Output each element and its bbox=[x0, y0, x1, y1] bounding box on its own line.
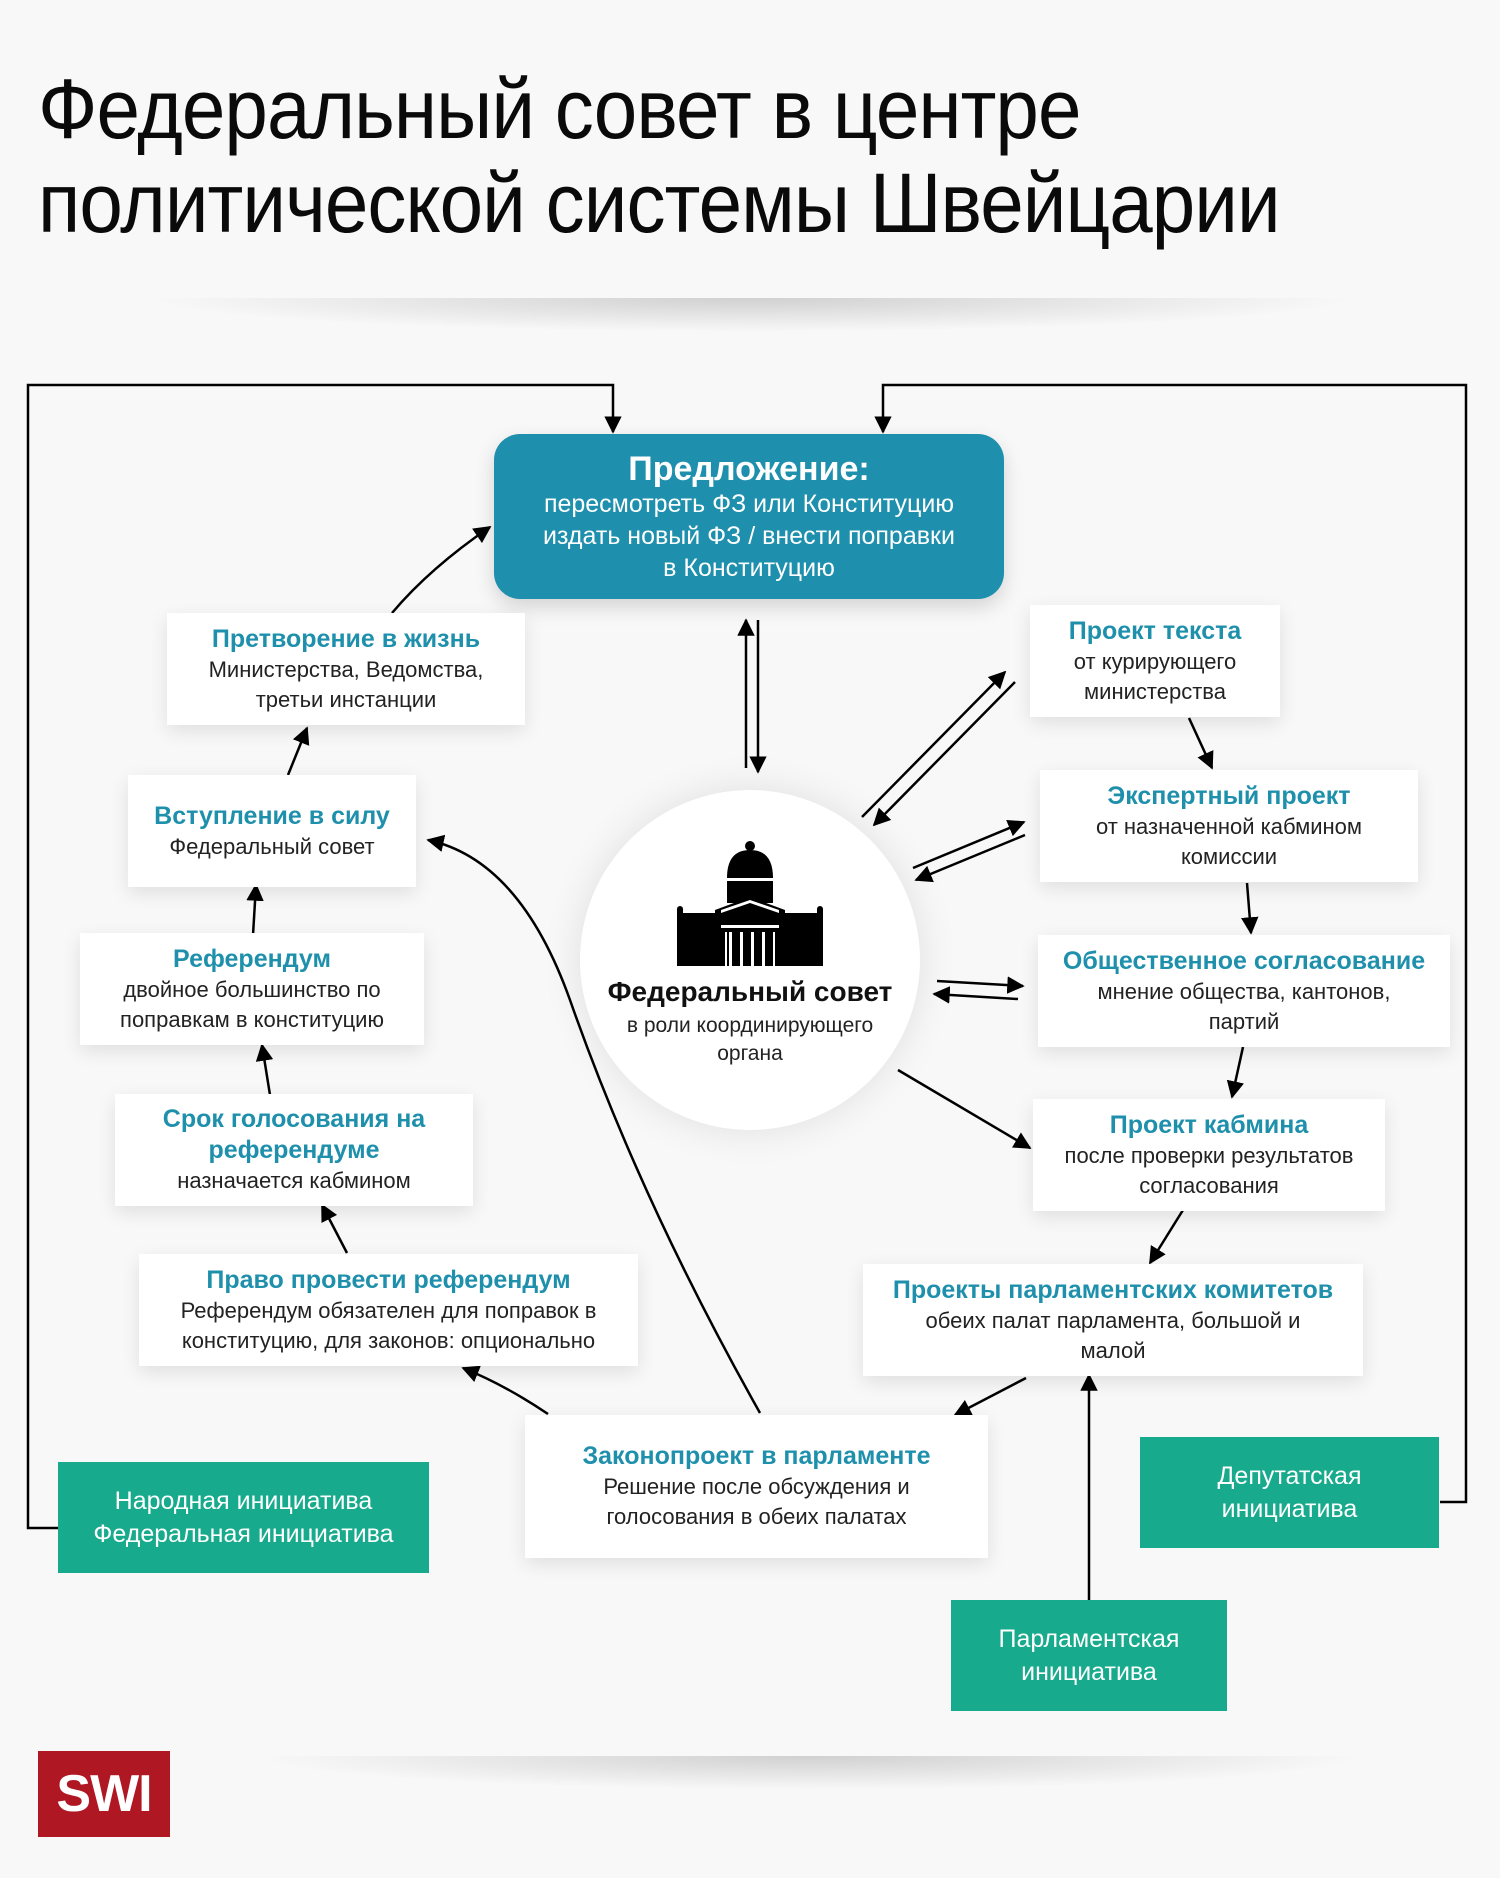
step-heading: Проекты парламентских комитетов bbox=[892, 1275, 1334, 1304]
swi-logo: SWI bbox=[38, 1751, 170, 1837]
page-title: Федеральный совет в центре политической … bbox=[38, 62, 1281, 250]
arrow-entry-to-implementation bbox=[286, 726, 310, 776]
initiative-label: инициатива bbox=[1221, 1494, 1358, 1523]
step-expert-draft: Экспертный проект от назначенной кабмино… bbox=[1040, 770, 1418, 882]
arrow-expert-to-council bbox=[914, 833, 1026, 883]
arrow-voting-date-to-referendum bbox=[255, 1043, 274, 1096]
arrow-text-to-expert bbox=[1187, 717, 1214, 770]
step-cabinet-draft: Проект кабмина после проверки результато… bbox=[1033, 1099, 1385, 1211]
divider-top bbox=[40, 298, 1460, 338]
initiative-label: Федеральная инициатива bbox=[93, 1519, 394, 1548]
step-text: Решение после обсуждения и голосования в… bbox=[603, 1474, 910, 1529]
step-implementation: Претворение в жизнь Министерства, Ведомс… bbox=[167, 613, 525, 725]
arrow-right-to-voting-date bbox=[320, 1203, 349, 1254]
parliamentary-initiative-box: Парламентская инициатива bbox=[951, 1600, 1227, 1711]
initiative-label: Народная инициатива bbox=[114, 1486, 373, 1515]
step-entry-into-force: Вступление в силу Федеральный совет bbox=[128, 775, 416, 887]
arrow-council-to-consultation bbox=[936, 976, 1025, 994]
step-heading: Референдум bbox=[173, 944, 331, 973]
step-heading: Общественное согласование bbox=[1062, 946, 1426, 975]
proposal-line: в Конституцию bbox=[663, 553, 835, 582]
proposal-heading: Предложение: bbox=[628, 449, 870, 488]
arrow-consultation-to-cabinet bbox=[1226, 1046, 1245, 1099]
arrow-committees-to-bill bbox=[953, 1376, 1027, 1417]
step-text-draft: Проект текста от курирующего министерств… bbox=[1030, 605, 1280, 717]
arrow-popular-to-proposal bbox=[26, 383, 622, 1530]
step-text: от назначенной кабмином комиссии bbox=[1095, 813, 1363, 869]
arrow-expert-to-consultation bbox=[1241, 882, 1259, 935]
step-referendum: Референдум двойное большинство по поправ… bbox=[80, 933, 424, 1045]
title-line-1: Федеральный совет в центре bbox=[38, 62, 1081, 156]
arrow-text-draft-to-council bbox=[872, 681, 1016, 827]
arrow-consultation-to-council bbox=[932, 986, 1019, 1004]
arrow-bill-to-entry-into-force bbox=[426, 834, 762, 1414]
arrow-bill-to-right-to-referendum bbox=[461, 1365, 549, 1416]
step-bill-in-parliament: Законопроект в парламенте Решение после … bbox=[525, 1415, 988, 1558]
arrow-cabinet-to-committees bbox=[1148, 1209, 1185, 1265]
arrow-council-to-expert bbox=[912, 819, 1026, 870]
deputy-initiative-box: Депутатская инициатива bbox=[1140, 1437, 1439, 1548]
step-text: Федеральный совет bbox=[169, 833, 375, 859]
step-right-to-referendum: Право провести референдум Референдум обя… bbox=[139, 1254, 638, 1366]
step-heading: Законопроект в парламенте bbox=[582, 1442, 931, 1470]
step-text: назначается кабмином bbox=[177, 1168, 411, 1193]
initiative-label: инициатива bbox=[1021, 1657, 1157, 1686]
arrow-council-to-cabinet bbox=[897, 1068, 1032, 1150]
step-voting-date: Срок голосования на референдуме назначае… bbox=[115, 1094, 473, 1206]
parliament-building-icon bbox=[677, 841, 823, 966]
step-heading: Срок голосования на референдуме bbox=[162, 1105, 426, 1164]
step-text: Референдум обязателен для поправок в кон… bbox=[180, 1297, 597, 1353]
divider-bottom bbox=[160, 1756, 1460, 1796]
step-text: после проверки результатов согласования bbox=[1064, 1142, 1354, 1198]
arrow-council-to-text-draft bbox=[861, 670, 1007, 818]
initiative-label: Депутатская bbox=[1217, 1461, 1362, 1490]
step-text: от курирующего министерства bbox=[1073, 648, 1237, 704]
step-text: двойное большинство по поправкам в конст… bbox=[120, 976, 384, 1032]
arrow-implementation-to-proposal bbox=[391, 525, 492, 614]
arrow-deputy-to-proposal bbox=[874, 383, 1468, 1504]
step-committee-drafts: Проекты парламентских комитетов обеих па… bbox=[863, 1264, 1363, 1376]
step-consultation: Общественное согласование мнение обществ… bbox=[1038, 935, 1450, 1047]
arrow-referendum-to-entry bbox=[246, 883, 264, 936]
step-text: Министерства, Ведомства, третьи инстанци… bbox=[208, 656, 484, 712]
proposal-box: Предложение: пересмотреть ФЗ или Констит… bbox=[494, 434, 1004, 599]
proposal-line: пересмотреть ФЗ или Конституцию bbox=[543, 489, 955, 518]
step-heading: Вступление в силу bbox=[154, 801, 390, 830]
initiative-label: Парламентская bbox=[998, 1624, 1180, 1653]
title-line-2: политической системы Швейцарии bbox=[38, 156, 1281, 250]
popular-initiative-box: Народная инициатива Федеральная инициати… bbox=[58, 1462, 429, 1573]
step-heading: Проект текста bbox=[1068, 616, 1242, 645]
step-heading: Проект кабмина bbox=[1109, 1110, 1309, 1139]
step-heading: Экспертный проект bbox=[1107, 781, 1351, 810]
federal-council-circle: Федеральный совет в роли координирующего… bbox=[580, 790, 920, 1130]
federal-council-text: в роли координирующего органа bbox=[626, 1014, 874, 1065]
step-heading: Право провести референдум bbox=[206, 1265, 571, 1294]
step-text: мнение общества, кантонов, партий bbox=[1097, 978, 1391, 1034]
step-heading: Претворение в жизнь bbox=[211, 624, 481, 653]
federal-council-heading: Федеральный совет bbox=[607, 976, 893, 1007]
proposal-line: издать новый ФЗ / внести поправки bbox=[543, 521, 955, 550]
step-text: обеих палат парламента, большой и малой bbox=[925, 1307, 1301, 1363]
